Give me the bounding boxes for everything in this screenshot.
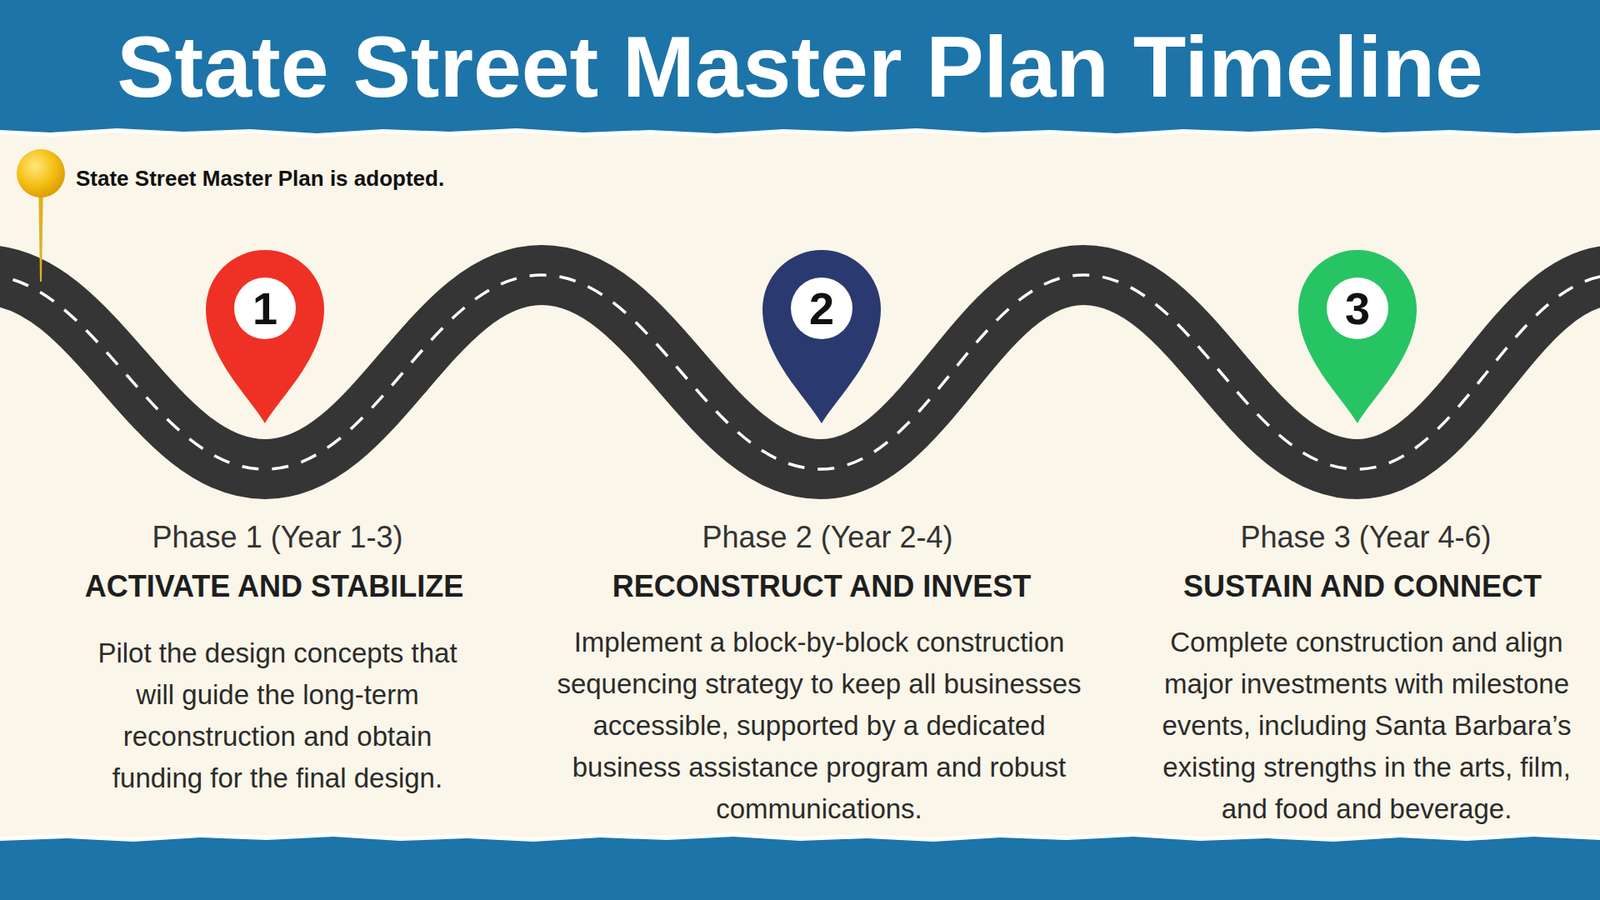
pin-body — [1298, 250, 1417, 424]
phase-years: Phase 2 (Year 2-4) — [619, 518, 1036, 557]
pin-text-holder: 3 — [1298, 285, 1417, 332]
title: State Street Master Plan Timeline — [0, 0, 1600, 134]
phase-heading: SUSTAIN AND CONNECT — [1137, 567, 1588, 606]
milestone-label: State Street Master Plan is adopted. — [75, 165, 660, 192]
phase-description: Complete construction and align major in… — [1145, 621, 1588, 830]
map-pin: 1 — [205, 250, 325, 425]
phase-heading: RECONSTRUCT AND INVEST — [563, 567, 1080, 606]
pin-shape — [762, 250, 881, 425]
phase-number: 2 — [762, 285, 881, 332]
pin-shape — [205, 250, 325, 425]
map-pin: 2 — [762, 250, 881, 425]
phase-number: 1 — [205, 285, 325, 332]
phase-description: Implement a block-by-block construction … — [548, 621, 1090, 830]
pin-body — [762, 250, 881, 424]
phase-description: Pilot the design concepts that will guid… — [85, 632, 470, 800]
title-banner — [0, 0, 1600, 134]
pin-shape — [1298, 250, 1417, 425]
map-pin: 3 — [1298, 250, 1417, 425]
footer-banner — [0, 836, 1600, 900]
pin-text-holder: 1 — [205, 285, 325, 332]
phase-years: Phase 1 (Year 1-3) — [69, 518, 486, 557]
pin-text-holder: 2 — [762, 285, 881, 332]
phase-number: 3 — [1298, 285, 1417, 332]
push-pin-head — [16, 149, 65, 198]
phase-heading: ACTIVATE AND STABILIZE — [40, 567, 508, 606]
pin-body — [205, 250, 325, 424]
phase-years: Phase 3 (Year 4-6) — [1157, 518, 1575, 557]
